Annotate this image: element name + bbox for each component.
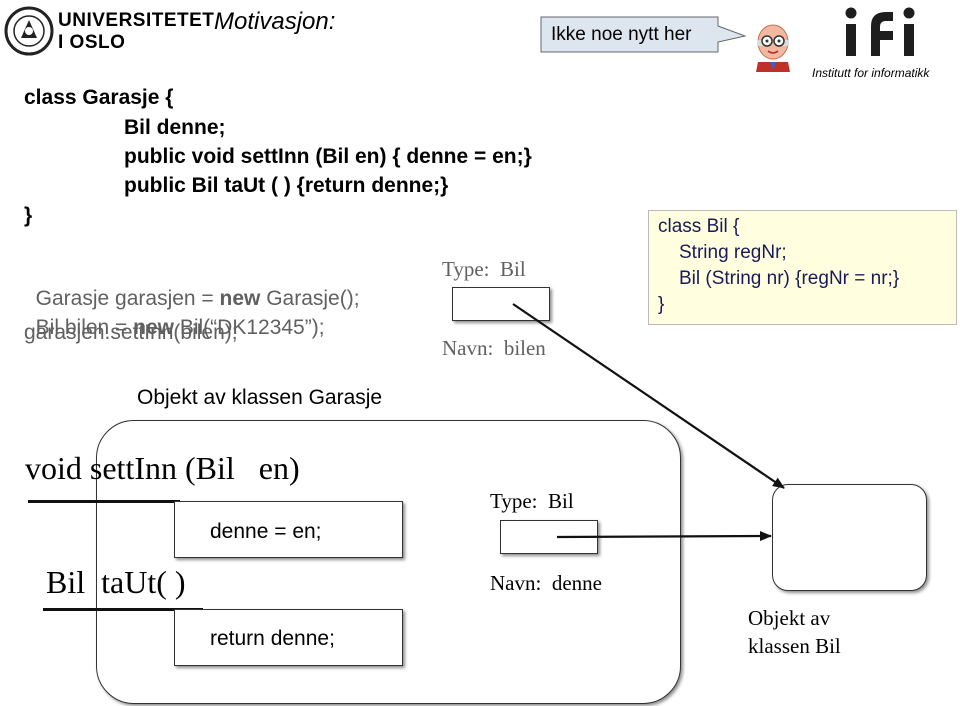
denne-name-label: Navn: denne — [490, 571, 602, 595]
university-name-line1: UNIVERSITETET — [58, 10, 215, 31]
taut-underline — [43, 608, 203, 611]
bil-class-line4: } — [658, 294, 665, 315]
bilen-reference-box — [452, 287, 550, 321]
garasje-class-line1: class Garasje { — [24, 86, 174, 109]
bil-class-line1: class Bil { — [658, 216, 740, 237]
garasje-object-caption: Objekt av klassen Garasje — [137, 386, 383, 409]
ifi-logo — [838, 4, 928, 62]
taut-method-signature: Bil taUt( ) — [46, 564, 186, 600]
garasje-class-line4: public Bil taUt ( ) {return denne;} — [124, 174, 449, 197]
institute-caption: Institutt for informatikk — [812, 66, 930, 80]
code-text: Bil bilen = — [35, 316, 134, 339]
speech-bubble-text: Ikke noe nytt her — [551, 24, 692, 45]
bil-class-line2: String regNr; — [679, 242, 787, 263]
code-keyword-new: new — [219, 287, 261, 310]
uio-seal-icon — [4, 6, 54, 56]
university-name-line2: I OSLO — [58, 32, 126, 53]
settinn-body-box — [174, 501, 403, 558]
bilen-name-label: Navn: bilen — [442, 336, 546, 360]
denne-type-label: Type: Bil — [490, 489, 574, 513]
ifi-logo-icon — [845, 7, 915, 56]
main-code-line2: Bil bilen = new Bil(“DK12345”); — [24, 292, 325, 340]
main-code-line1: Garasje garasjen = new Garasje(); — [24, 263, 360, 311]
professor-icon — [748, 20, 798, 72]
bil-object-box — [772, 484, 927, 591]
taut-body-text: return denne; — [210, 627, 335, 650]
bil-object-caption-line1: Objekt av — [748, 606, 831, 630]
uio-logo — [4, 6, 54, 56]
code-text: Garasje(); — [260, 287, 360, 310]
garasje-class-line2: Bil denne; — [124, 116, 226, 139]
speech-bubble: Ikke noe nytt her — [538, 14, 748, 56]
code-keyword-new: new — [133, 316, 174, 339]
bil-object-caption-line2: klassen Bil — [748, 634, 841, 658]
slide-title: Motivasjon: — [214, 8, 336, 35]
bil-class-line3: Bil (String nr) {regNr = nr;} — [679, 268, 900, 289]
settinn-underline — [28, 500, 180, 503]
garasje-class-line3: public void settInn (Bil en) { denne = e… — [124, 145, 532, 168]
settinn-body-text: denne = en; — [210, 520, 322, 543]
main-code-line3: garasjen.settInn(bilen); — [24, 321, 238, 344]
speech-bubble-shape — [540, 16, 747, 53]
code-text: Garasje garasjen = — [35, 287, 220, 310]
settinn-method-signature: void settInn (Bil en) — [25, 450, 300, 486]
bilen-type-label: Type: Bil — [442, 257, 526, 281]
garasje-class-line5: } — [24, 204, 33, 227]
taut-body-box — [174, 609, 403, 666]
denne-reference-box — [500, 520, 598, 554]
code-text: Bil(“DK12345”); — [174, 316, 325, 339]
